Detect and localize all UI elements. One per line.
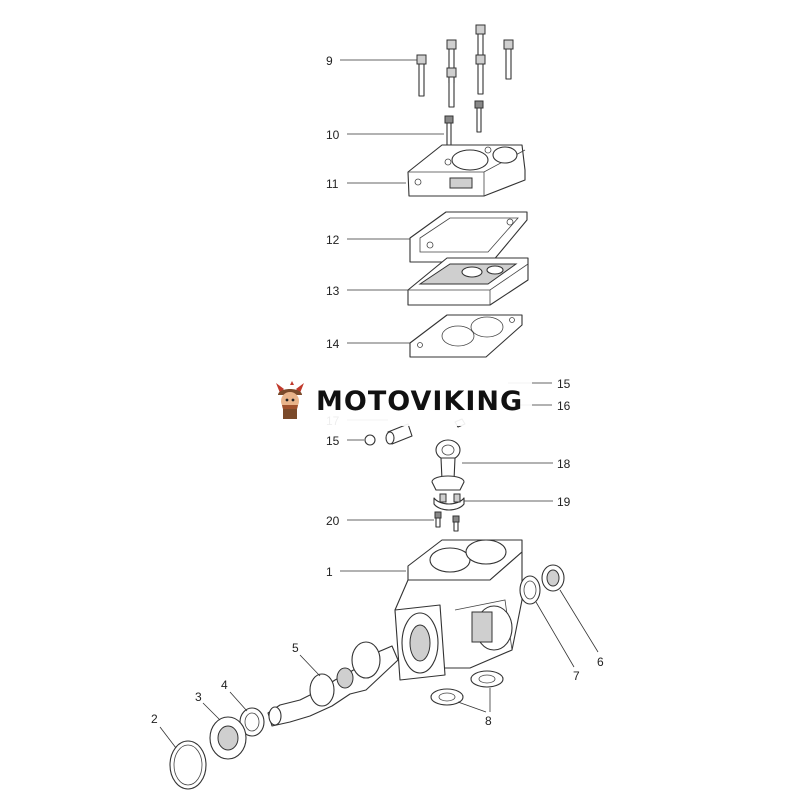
watermark-banner: MOTOVIKING bbox=[262, 376, 532, 426]
bolts-group bbox=[416, 24, 514, 108]
callout-6: 6 bbox=[597, 655, 604, 669]
lower-gasket bbox=[409, 314, 523, 358]
callout-9: 9 bbox=[326, 54, 333, 68]
callout-15-upper: 15 bbox=[557, 377, 571, 391]
callout-8: 8 bbox=[485, 714, 492, 728]
crankcase bbox=[394, 539, 523, 681]
valve-plate bbox=[407, 257, 529, 306]
callout-7: 7 bbox=[573, 669, 580, 683]
watermark-text: MOTOVIKING bbox=[316, 385, 524, 417]
callout-13: 13 bbox=[326, 284, 340, 298]
callout-20: 20 bbox=[326, 514, 340, 528]
callout-14: 14 bbox=[326, 337, 340, 351]
rear-bearing-seal bbox=[519, 564, 565, 605]
upper-gasket bbox=[409, 211, 528, 263]
callout-4: 4 bbox=[221, 678, 228, 692]
callout-1: 1 bbox=[326, 565, 333, 579]
callout-11: 11 bbox=[326, 177, 339, 191]
callout-19: 19 bbox=[557, 495, 571, 509]
washers bbox=[430, 670, 504, 706]
callouts: 9 10 11 12 13 14 15 16 17 15 18 19 20 1 … bbox=[151, 54, 604, 749]
callout-5: 5 bbox=[292, 641, 299, 655]
callout-18: 18 bbox=[557, 457, 571, 471]
connecting-rod bbox=[431, 439, 465, 491]
callout-3: 3 bbox=[195, 690, 202, 704]
callout-2: 2 bbox=[151, 712, 158, 726]
rod-bolts bbox=[434, 511, 460, 532]
cylinder-head bbox=[407, 144, 526, 197]
callout-10: 10 bbox=[326, 128, 340, 142]
callout-15-lower: 15 bbox=[326, 434, 340, 448]
viking-mascot-icon bbox=[276, 381, 304, 419]
callout-12: 12 bbox=[326, 233, 340, 247]
callout-16: 16 bbox=[557, 399, 571, 413]
crankshaft bbox=[267, 641, 399, 727]
rod-cap bbox=[433, 493, 465, 511]
short-bolts-group bbox=[444, 100, 484, 146]
front-bearings bbox=[169, 707, 265, 790]
